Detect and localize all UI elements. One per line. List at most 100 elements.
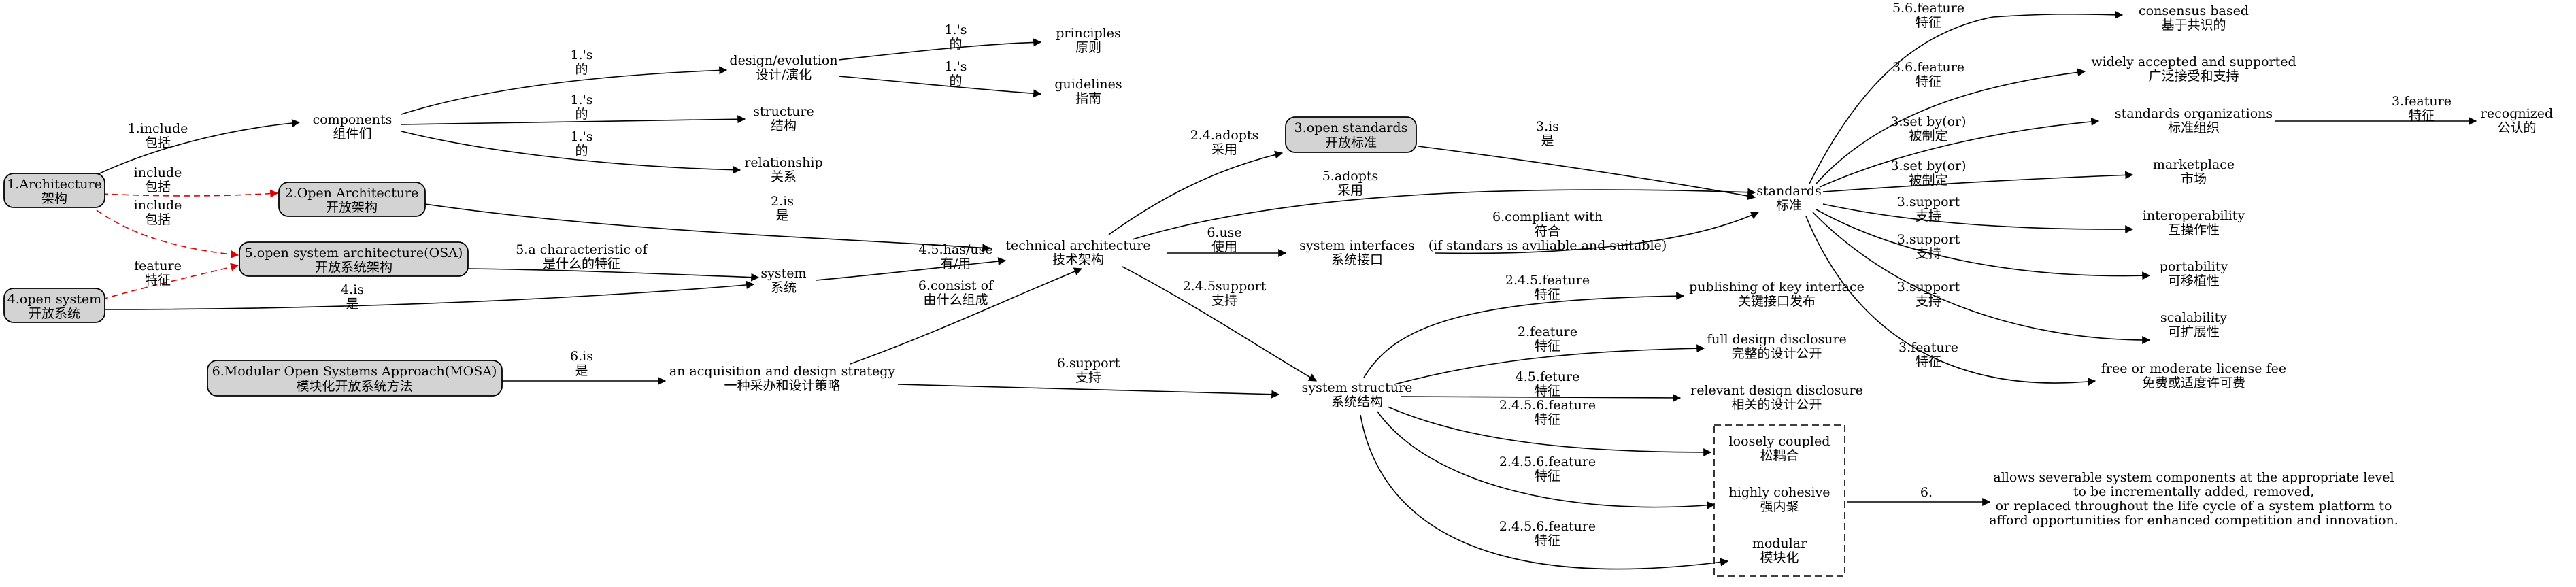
svg-text:scalability: scalability xyxy=(2160,310,2227,325)
svg-text:1.Architecture: 1.Architecture xyxy=(7,177,102,192)
label-std-portability: 3.support 支持 xyxy=(1897,232,1960,261)
svg-text:3.feature: 3.feature xyxy=(2392,94,2452,109)
svg-text:原则: 原则 xyxy=(1075,40,1101,55)
edge-components-relationship xyxy=(401,131,741,174)
svg-text:使用: 使用 xyxy=(1211,239,1237,254)
edge-standards-license xyxy=(1805,216,2096,386)
svg-text:指南: 指南 xyxy=(1075,91,1101,106)
edge-interfaces-standards xyxy=(1435,212,1760,254)
svg-text:3.support: 3.support xyxy=(1897,232,1960,247)
svg-text:市场: 市场 xyxy=(2181,171,2207,186)
svg-text:an acquisition and design stra: an acquisition and design strategy xyxy=(669,364,896,379)
svg-text:支持: 支持 xyxy=(1916,294,1941,309)
svg-text:模块化: 模块化 xyxy=(1760,550,1799,565)
node-scalability: scalability 可扩展性 xyxy=(2160,310,2227,339)
svg-text:包括: 包括 xyxy=(145,180,171,195)
svg-text:特征: 特征 xyxy=(1535,469,1560,484)
node-relationship: relationship 关系 xyxy=(744,155,822,184)
svg-text:modular: modular xyxy=(1752,536,1807,551)
node-recognized: recognized 公认的 xyxy=(2481,106,2553,135)
node-structure: structure 结构 xyxy=(753,104,814,133)
svg-text:有/用: 有/用 xyxy=(941,256,971,271)
label-orgs-recognized: 3.feature 特征 xyxy=(2392,94,2452,123)
edge-acquisition-tech xyxy=(850,267,1083,365)
svg-text:模块化开放系统方法: 模块化开放系统方法 xyxy=(296,379,412,394)
edge-open-system-system xyxy=(101,280,755,310)
label-tech-interfaces: 6.use 使用 xyxy=(1207,225,1241,254)
label-acq-tech: 6.consist of 由什么组成 xyxy=(918,278,994,307)
edge-structure-relevant xyxy=(1401,393,1682,402)
label-system-tech: 4.5.has/use 有/用 xyxy=(918,242,992,271)
label-components-design: 1.'s 的 xyxy=(570,48,592,77)
svg-text:4.5.has/use: 4.5.has/use xyxy=(918,242,992,257)
edge-architecture-open-architecture xyxy=(101,189,279,198)
svg-text:关键接口发布: 关键接口发布 xyxy=(1738,294,1816,309)
node-principles: principles 原则 xyxy=(1056,26,1121,55)
label-std-consensus: 5.6.feature 特征 xyxy=(1892,1,1964,30)
label-struct-loosely: 2.4.5.6.feature 特征 xyxy=(1499,398,1596,427)
label-cluster-allows: 6. xyxy=(1920,485,1933,500)
svg-text:components: components xyxy=(313,112,392,127)
svg-text:技术架构: 技术架构 xyxy=(1052,252,1104,267)
svg-text:technical architecture: technical architecture xyxy=(1005,238,1150,253)
svg-text:allows severable system compon: allows severable system components at th… xyxy=(1993,470,2394,485)
svg-text:2.4.5.6.feature: 2.4.5.6.feature xyxy=(1499,519,1596,534)
svg-text:2.Open Architecture: 2.Open Architecture xyxy=(285,186,419,201)
svg-text:5.a characteristic of: 5.a characteristic of xyxy=(516,242,648,257)
label-std-widely: 3.6.feature 特征 xyxy=(1892,60,1964,89)
node-open-standards: 3.open standards 开放标准 xyxy=(1285,116,1417,153)
label-osa-system: 5.a characteristic of 是什么的特征 xyxy=(516,242,648,271)
svg-text:采用: 采用 xyxy=(1211,142,1237,157)
edge-standards-interoperability xyxy=(1822,203,2134,234)
svg-text:特征: 特征 xyxy=(145,273,171,288)
label-acq-structure: 6.support 支持 xyxy=(1057,356,1120,385)
svg-text:3.6.feature: 3.6.feature xyxy=(1892,60,1964,75)
label-open-system-system: 4.is 是 xyxy=(341,282,364,312)
svg-text:system: system xyxy=(760,266,806,281)
svg-text:6.: 6. xyxy=(1920,485,1933,500)
svg-text:design/evolution: design/evolution xyxy=(729,53,837,68)
svg-text:2.4.5.feature: 2.4.5.feature xyxy=(1505,273,1590,288)
node-loosely-coupled: loosely coupled 松耦合 xyxy=(1729,434,1830,463)
svg-text:开放系统架构: 开放系统架构 xyxy=(315,260,392,275)
svg-text:4.is: 4.is xyxy=(341,282,364,297)
svg-text:3.set by(or): 3.set by(or) xyxy=(1890,114,1966,129)
edge-system-tech xyxy=(816,257,1007,281)
node-allows-severable: allows severable system components at th… xyxy=(1989,470,2398,528)
node-system: system 系统 xyxy=(760,266,806,295)
svg-text:publishing of key interface: publishing of key interface xyxy=(1689,280,1864,295)
edge-open-system-osa xyxy=(101,263,239,300)
node-components: components 组件们 xyxy=(313,112,392,141)
svg-text:的: 的 xyxy=(575,107,588,122)
node-modular: modular 模块化 xyxy=(1752,536,1807,565)
svg-text:特征: 特征 xyxy=(1916,15,1941,30)
label-tech-open-standards: 2.4.adopts 采用 xyxy=(1190,128,1259,157)
svg-text:可扩展性: 可扩展性 xyxy=(2168,324,2220,339)
label-arch-osa: include 包括 xyxy=(134,198,182,227)
svg-text:关系: 关系 xyxy=(771,169,797,184)
svg-text:相关的设计公开: 相关的设计公开 xyxy=(1731,397,1822,412)
label-struct-full: 2.feature 特征 xyxy=(1518,324,1577,354)
node-publishing: publishing of key interface 关键接口发布 xyxy=(1689,280,1864,309)
node-portability: portability 可移植性 xyxy=(2160,259,2228,288)
svg-text:5.open system architecture(OSA: 5.open system architecture(OSA) xyxy=(245,246,463,261)
svg-text:一种采办和设计策略: 一种采办和设计策略 xyxy=(724,378,840,393)
svg-text:采用: 采用 xyxy=(1337,183,1363,198)
svg-text:特征: 特征 xyxy=(2409,108,2435,123)
edge-standards-widely xyxy=(1816,68,2086,184)
svg-text:guidelines: guidelines xyxy=(1054,77,1122,92)
edge-open-standards-standards xyxy=(1418,146,1756,201)
svg-text:6.is: 6.is xyxy=(570,349,593,364)
edge-tech-standards xyxy=(1132,188,1756,240)
svg-text:system structure: system structure xyxy=(1302,380,1413,395)
edge-architecture-components xyxy=(95,119,301,176)
node-standards-organizations: standards organizations 标准组织 xyxy=(2115,106,2273,135)
svg-text:开放架构: 开放架构 xyxy=(326,200,378,215)
svg-text:是: 是 xyxy=(1541,133,1554,148)
svg-text:支持: 支持 xyxy=(1075,370,1101,385)
svg-text:的: 的 xyxy=(575,62,588,77)
edge-acquisition-structure xyxy=(897,384,1280,399)
svg-text:特征: 特征 xyxy=(1535,287,1560,302)
modularity-cluster xyxy=(1713,424,1845,577)
